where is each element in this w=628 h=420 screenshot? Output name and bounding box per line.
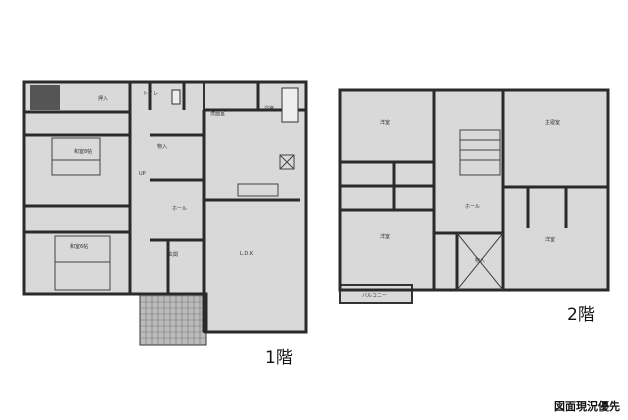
plan-priority-note: 図面現況優先 — [554, 400, 620, 413]
toilet-fixture — [171, 89, 181, 105]
floor1-label: 1階 — [265, 348, 293, 368]
floor2-plan: 洋室 主寝室 洋室 洋室 ホール 物入 バルコニー — [338, 88, 610, 304]
room-label-sw: 洋室 — [380, 233, 390, 240]
room-label-washitsu-b: 和室6帖 — [70, 243, 88, 250]
room-label-hall2: ホール — [465, 204, 480, 210]
room-label-washitsu-a: 和室8帖 — [74, 148, 92, 155]
floor2-block — [339, 89, 609, 291]
floor1-ldk-block — [203, 81, 307, 333]
floor1-west-block — [23, 81, 209, 295]
room-label-entrance: 玄関 — [168, 251, 178, 258]
room-label-ldk: L.D.K — [240, 251, 254, 257]
room-label-bath: 浴室 — [264, 105, 274, 112]
room-label-stairs-up: UP — [139, 171, 146, 177]
room-label-nw: 洋室 — [380, 119, 390, 126]
room-label-se: 洋室 — [545, 236, 555, 243]
room-label-closet2: 物入 — [475, 257, 485, 264]
room-label-storage: 物入 — [157, 143, 167, 150]
floor1-plan: 和室8帖 和室6帖 押入 洗面室 浴室 トイレ UP ホール 玄関 物入 L.D… — [22, 80, 308, 346]
bathtub — [281, 87, 299, 123]
room-label-balcony: バルコニー — [362, 293, 387, 299]
room-label-toilet: トイレ — [143, 91, 158, 97]
porch-tiles — [139, 289, 207, 346]
room-label-closet: 押入 — [98, 95, 108, 102]
floor2-label: 2階 — [567, 305, 595, 325]
room-label-washroom: 洗面室 — [210, 110, 225, 117]
floor1-storage-hatch — [30, 85, 60, 110]
room-label-hall: ホール — [172, 206, 187, 212]
room-label-ne: 主寝室 — [545, 119, 560, 126]
